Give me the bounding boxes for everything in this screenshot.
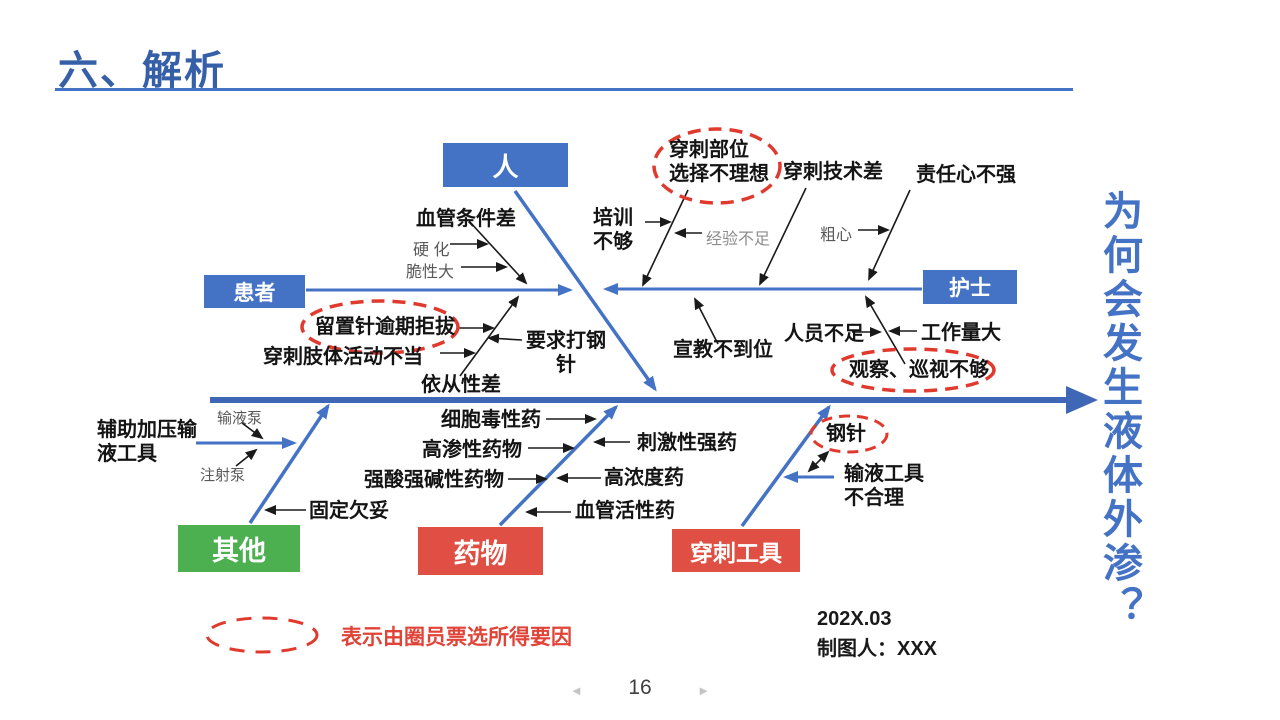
cause-compliance: 依从性差	[421, 374, 501, 396]
cause-education: 宣教不到位	[673, 339, 773, 361]
steel-needle-arrow	[807, 450, 830, 473]
main-question: 为何会发生液体外渗？	[1097, 190, 1141, 630]
oval-site-selection	[652, 127, 782, 205]
previous-slide-icon[interactable]: ◄	[570, 683, 583, 698]
cause-vessel-condition: 血管条件差	[416, 208, 516, 230]
cause-acid-alkali: 强酸强碱性药物	[364, 469, 504, 491]
cause-site-selection: 穿刺部位 选择不理想	[669, 139, 769, 185]
cause-vasoactive: 血管活性药	[575, 500, 675, 522]
education-arrow	[694, 297, 719, 345]
cause-fixation: 固定欠妥	[309, 500, 389, 522]
cause-pressure-tool: 辅助加压输 液工具	[97, 419, 197, 465]
page-number: 16	[628, 676, 652, 699]
cause-technique: 穿刺技术差	[783, 161, 883, 183]
cause-syringe-pump: 注射泵	[200, 467, 246, 484]
category-person: 人	[443, 143, 568, 187]
vessel-bone	[468, 220, 528, 285]
cause-responsibility: 责任心不强	[916, 164, 1016, 186]
slide-pager: ◄ 16 ►	[560, 676, 720, 706]
responsibility-bone	[868, 189, 911, 281]
page-title: 六、解析	[58, 49, 226, 93]
infusion-pump-arrow	[241, 422, 264, 440]
site-selection-bone	[642, 189, 689, 287]
cause-irritant: 刺激性强药	[637, 432, 737, 454]
cause-infusion-pump: 输液泵	[217, 410, 263, 427]
cause-cytotoxic: 细胞毒性药	[441, 409, 541, 431]
cause-high-concentration: 高浓度药	[604, 467, 684, 489]
date-label: 202X.03	[817, 608, 892, 630]
cause-staff: 人员不足	[784, 323, 864, 345]
next-slide-icon[interactable]: ►	[697, 683, 710, 698]
author-label: 制图人：XXX	[817, 638, 938, 660]
oval-needle-overdue	[300, 299, 460, 355]
cause-hardening: 硬 化	[413, 242, 450, 259]
title-underline	[55, 88, 1073, 91]
technique-bone	[759, 187, 807, 286]
category-nurse: 护士	[923, 270, 1017, 304]
category-tool: 穿刺工具	[672, 529, 800, 572]
compliance-bone	[459, 295, 520, 377]
cause-needle-overdue: 留置针逾期拒拔	[315, 316, 455, 338]
steel-request-arrow	[487, 333, 523, 344]
cause-unreasonable-tool: 输液工具 不合理	[844, 463, 924, 509]
category-drug: 药物	[418, 527, 543, 575]
other-branch-line	[248, 403, 330, 524]
cause-steel-request: 要求打钢 针	[526, 330, 606, 376]
oval-observation	[830, 347, 996, 393]
cause-steel-needle: 钢针	[826, 423, 866, 445]
oval-steel-needle	[809, 414, 889, 454]
legend-oval	[205, 616, 319, 654]
cause-limb-activity: 穿刺肢体活动不当	[263, 346, 423, 368]
cause-training: 培训 不够	[593, 207, 633, 253]
tool-branch-line	[740, 404, 831, 528]
drug-branch-line	[498, 404, 619, 527]
cause-workload: 工作量大	[921, 322, 1001, 344]
cause-experience: 经验不足	[706, 231, 771, 248]
spine-arrowhead	[1066, 386, 1098, 414]
category-other: 其他	[178, 525, 300, 572]
syringe-pump-arrow	[235, 448, 258, 467]
cause-hypertonic: 高渗性药物	[422, 439, 522, 461]
cause-brittle: 脆性大	[406, 264, 455, 281]
category-patient: 患者	[204, 275, 305, 308]
cause-careless: 粗心	[820, 227, 853, 244]
person-branch-line	[513, 189, 657, 392]
observation-bone	[864, 295, 906, 365]
legend-label: 表示由圈员票选所得要因	[341, 626, 572, 649]
cause-observation: 观察、巡视不够	[849, 359, 989, 381]
